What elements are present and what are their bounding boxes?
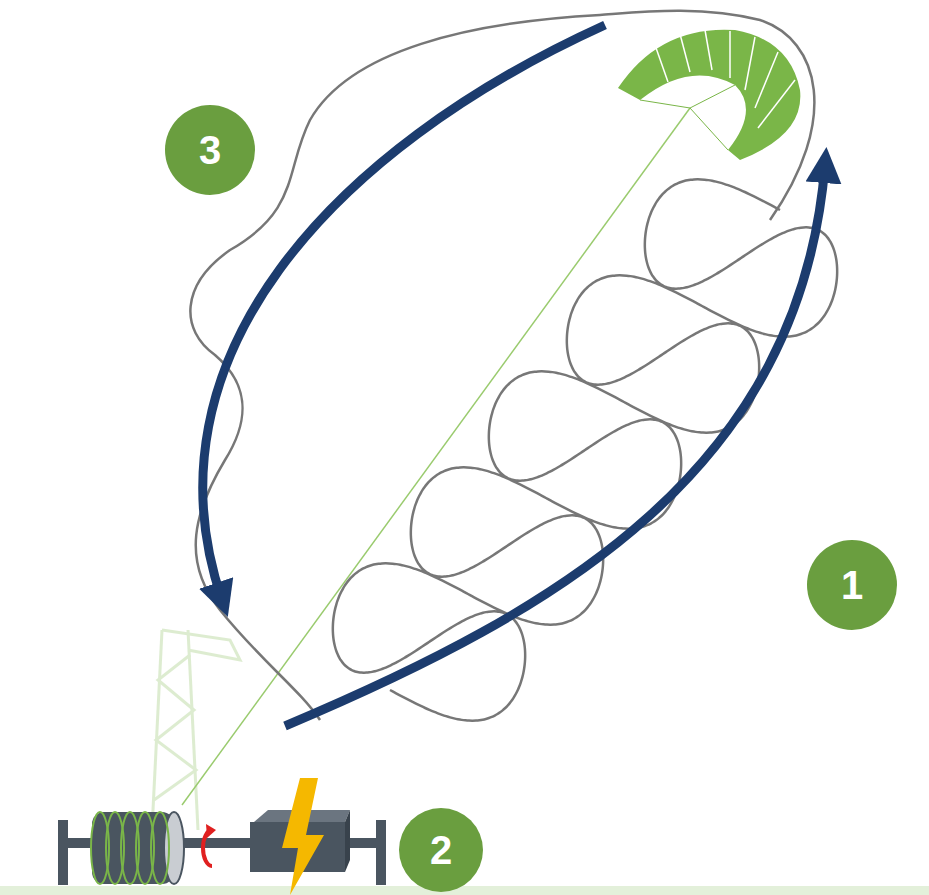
callout-circle: 2 bbox=[399, 808, 483, 892]
loop-path bbox=[333, 179, 837, 720]
circle-shape bbox=[165, 105, 255, 195]
tower bbox=[152, 630, 240, 830]
circle-shape bbox=[399, 808, 483, 892]
callout-circle: 3 bbox=[165, 105, 255, 195]
ground-station bbox=[58, 778, 386, 895]
reel-out-arrow bbox=[285, 165, 825, 726]
callout-number: 3 bbox=[165, 105, 255, 195]
tether bbox=[182, 108, 690, 805]
callout-number: 1 bbox=[807, 540, 897, 630]
figure-eight-loops bbox=[333, 179, 837, 720]
kite bbox=[618, 30, 800, 160]
circle-shape bbox=[807, 540, 897, 630]
callout-number: 2 bbox=[399, 808, 483, 892]
reel-in-arrow bbox=[203, 25, 605, 600]
callout-circle: 1 bbox=[807, 540, 897, 630]
ground bbox=[0, 886, 929, 895]
